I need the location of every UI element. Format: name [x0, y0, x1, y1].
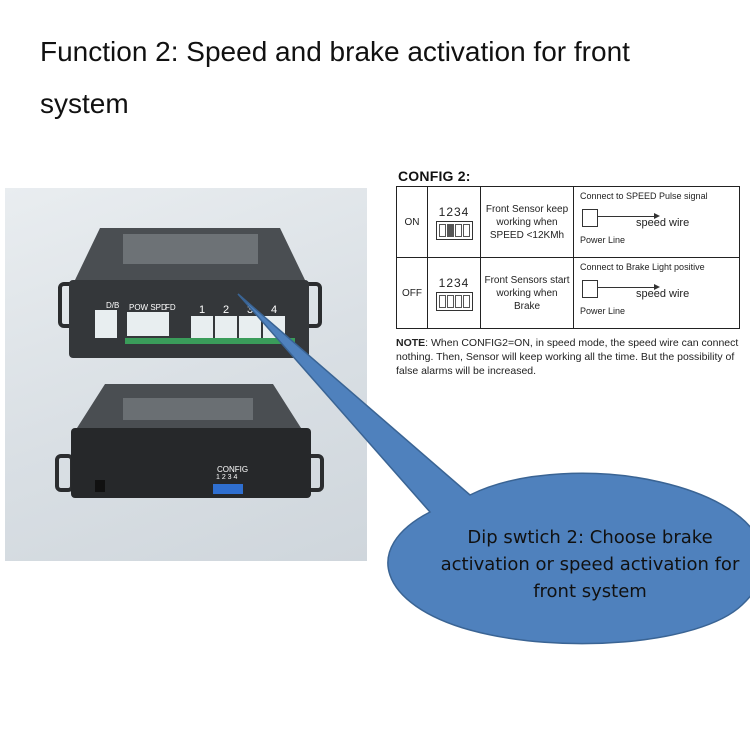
wire-label: speed wire	[636, 288, 690, 300]
pow-spd-label: POW SPD	[129, 303, 167, 312]
device-illustration	[55, 228, 324, 498]
port-4-label: 4	[271, 304, 278, 316]
config-row-off: OFF 1234 Front Sensors start working whe…	[396, 257, 740, 329]
port-2-label: 2	[223, 304, 230, 316]
config-numbers: 1 2 3 4	[216, 474, 238, 481]
wiring-diagram: Connect to SPEED Pulse signal speed wire…	[573, 186, 740, 258]
state-label: ON	[396, 186, 428, 258]
connect-label: Connect to SPEED Pulse signal	[580, 191, 708, 201]
callout-text: Dip swtich 2: Choose brake activation or…	[440, 527, 740, 602]
dip-numbers: 1234	[438, 204, 470, 219]
description: Front Sensor keep working when SPEED <12…	[480, 186, 574, 258]
dip-cell: 1234	[427, 257, 481, 329]
wire-label: speed wire	[636, 217, 690, 229]
product-photo: D/B POW SPD FD 1 2 3 4 CONFIG 1 2 3 4	[5, 188, 367, 561]
fd-label: FD	[165, 303, 176, 312]
state-label: OFF	[396, 257, 428, 329]
note-label: NOTE	[396, 337, 426, 349]
page-title: Function 2: Speed and brake activation f…	[40, 36, 630, 119]
plug-icon	[582, 280, 598, 298]
description: Front Sensors start working when Brake	[480, 257, 574, 329]
port-1-label: 1	[199, 304, 206, 316]
dip-numbers: 1234	[438, 275, 470, 290]
dip-switch-icon	[435, 291, 473, 311]
wiring-diagram: Connect to Brake Light positive speed wi…	[573, 257, 740, 329]
config-note: NOTE: When CONFIG2=ON, in speed mode, th…	[396, 336, 740, 378]
config-label: CONFIG	[217, 465, 249, 474]
power-label: Power Line	[580, 306, 626, 316]
config-heading: CONFIG 2:	[398, 168, 471, 184]
plug-icon	[582, 209, 598, 227]
power-label: Power Line	[580, 235, 626, 245]
db-label: D/B	[106, 301, 120, 310]
dip-cell: 1234	[427, 186, 481, 258]
port-3-label: 3	[247, 304, 254, 316]
arrow-icon	[598, 284, 660, 290]
config-table: ON 1234 Front Sensor keep working when S…	[396, 186, 740, 329]
arrow-icon	[598, 213, 660, 219]
connect-label: Connect to Brake Light positive	[580, 262, 705, 272]
config-row-on: ON 1234 Front Sensor keep working when S…	[396, 186, 740, 258]
dip-switch-icon	[435, 220, 473, 240]
note-text: : When CONFIG2=ON, in speed mode, the sp…	[396, 337, 739, 377]
